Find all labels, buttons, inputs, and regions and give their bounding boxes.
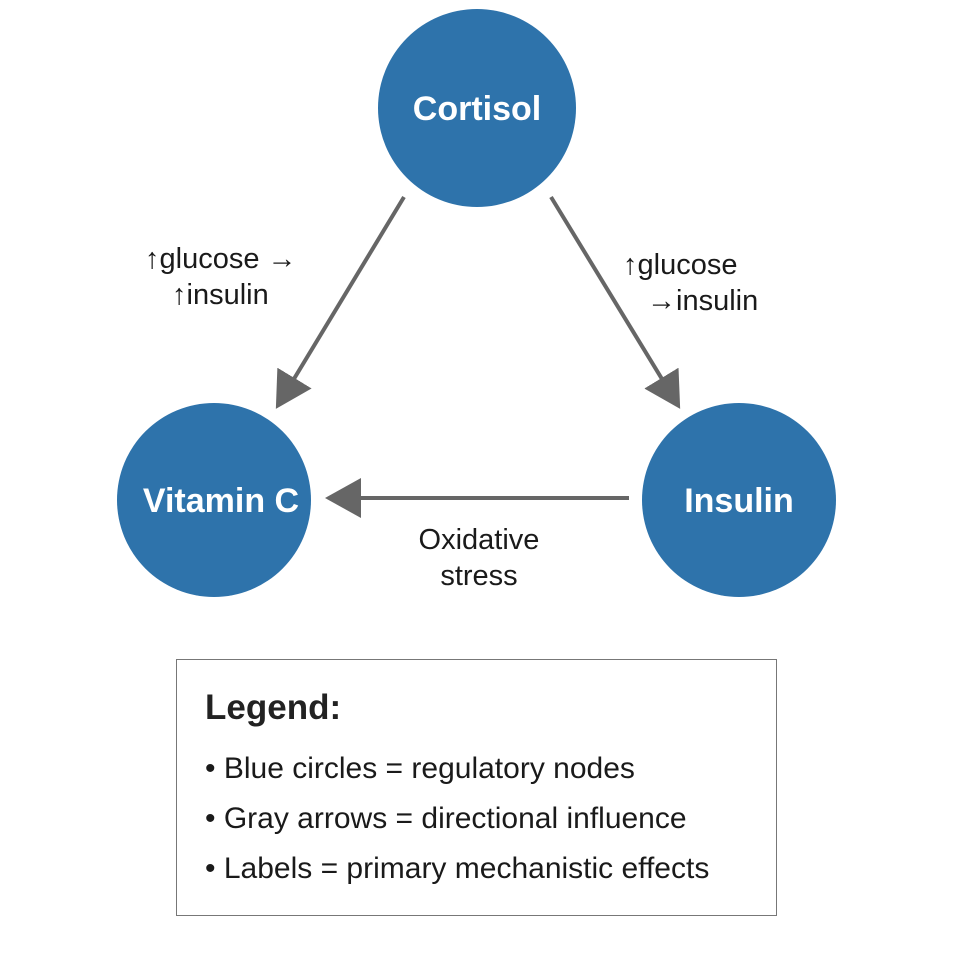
node-circle <box>378 9 576 207</box>
edge-label-line: ↑insulin <box>172 279 269 311</box>
arrow-cortisol-to-vitamin-c <box>275 195 406 409</box>
edge-label-line: ↑glucose <box>623 249 737 281</box>
edge-label-line: Oxidative <box>419 524 540 556</box>
legend-item: • Gray arrows = directional influence <box>205 802 687 835</box>
legend-item: • Blue circles = regulatory nodes <box>205 752 635 785</box>
node-insulin: Insulin <box>642 403 836 597</box>
node-cortisol: Cortisol <box>378 9 576 207</box>
legend-item: • Labels = primary mechanistic effects <box>205 852 710 885</box>
edge-label-cortisol-vitamin-c: ↑glucose → ↑insulin <box>145 243 297 311</box>
legend-title: Legend: <box>205 688 342 727</box>
edge-label-line: ↑glucose → <box>145 243 297 275</box>
arrow-cortisol-to-insulin <box>549 195 681 409</box>
node-label: Cortisol <box>413 90 541 128</box>
edge-label-line: stress <box>440 560 517 592</box>
node-vitamin-c: Vitamin C <box>117 403 311 597</box>
node-circle <box>117 403 311 597</box>
edge-label-line: →insulin <box>647 285 758 317</box>
node-label: Insulin <box>684 482 794 520</box>
legend: Legend: • Blue circles = regulatory node… <box>176 659 777 916</box>
node-circle <box>642 403 836 597</box>
node-label: Vitamin C <box>143 482 299 520</box>
edge-label-insulin-vitamin-c: Oxidative stress <box>419 524 540 592</box>
edge-label-cortisol-insulin: ↑glucose →insulin <box>623 249 758 317</box>
